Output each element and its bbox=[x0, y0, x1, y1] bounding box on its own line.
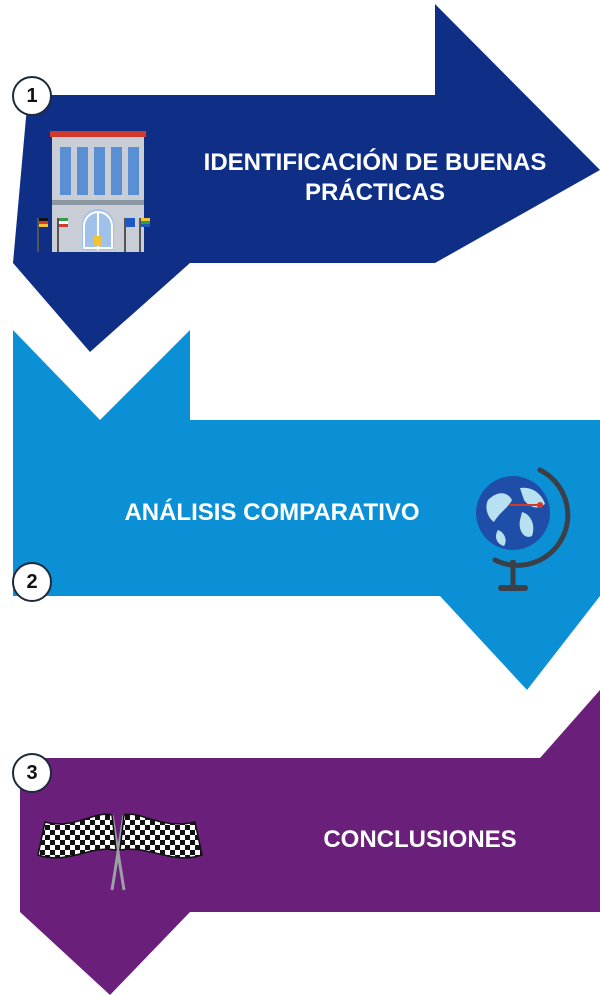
globe-icon bbox=[476, 467, 571, 591]
step-2-number-badge: 2 bbox=[12, 562, 52, 602]
checkered-flags-icon bbox=[37, 813, 203, 891]
step-1-title: IDENTIFICACIÓN DE BUENAS PRÁCTICAS bbox=[203, 149, 547, 206]
step-3-title: CONCLUSIONES bbox=[323, 826, 517, 853]
step-2-title: ANÁLISIS COMPARATIVO bbox=[124, 499, 420, 526]
step-3-number-badge: 3 bbox=[12, 753, 52, 793]
building-icon bbox=[37, 131, 150, 252]
step-1-arrow bbox=[13, 4, 600, 352]
step-3-arrow bbox=[20, 678, 600, 995]
step-2-arrow bbox=[13, 330, 600, 690]
step-1-number-badge: 1 bbox=[12, 76, 52, 116]
